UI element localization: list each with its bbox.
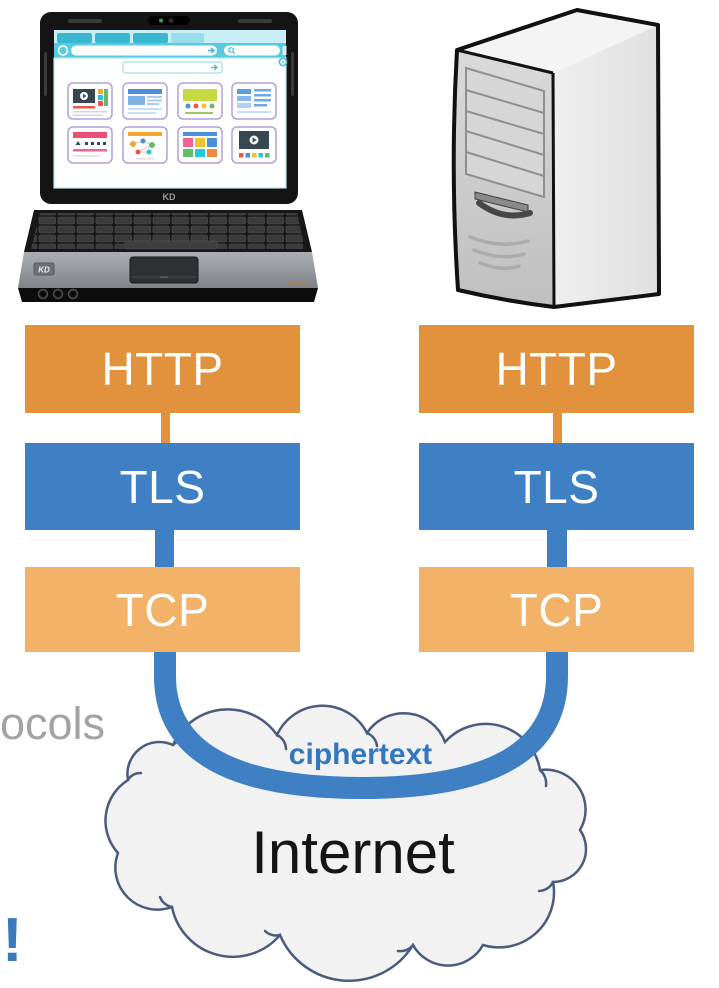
search-field <box>224 45 280 56</box>
internet-label: Internet <box>251 819 455 886</box>
laptop-base: KD <box>18 210 318 302</box>
client-http-tls-connector <box>161 413 170 443</box>
spacebar <box>124 240 218 250</box>
server-tcp-box: TCP <box>419 567 694 652</box>
server-drive-bays <box>465 66 545 199</box>
back-forward-icon <box>57 45 69 56</box>
gear-icon <box>278 57 288 67</box>
server-vent-lines <box>468 235 530 271</box>
client-tls-box: TLS <box>25 443 300 530</box>
webpage-thumbnail-list <box>231 82 277 120</box>
browser-window <box>53 30 288 189</box>
laptop-screen: KD <box>53 30 288 202</box>
webpage-thumbnail-alert <box>67 126 113 164</box>
page-search-input <box>122 61 223 74</box>
server-top-face <box>457 10 658 73</box>
webpage-thumbnail-video <box>67 82 113 120</box>
encrypted-channel-curve <box>154 650 568 800</box>
svg-text:KD: KD <box>38 266 50 275</box>
webpage-thumbnail-banner <box>177 82 223 120</box>
client-http-box: HTTP <box>25 325 300 413</box>
client-tcp-box: TCP <box>25 567 300 652</box>
laptop-client-illustration: KD KD <box>18 12 318 302</box>
webcam <box>148 16 190 25</box>
magnifier-icon <box>228 47 236 55</box>
menu-icon <box>282 46 287 55</box>
go-arrow-icon <box>208 47 216 54</box>
server-side-face <box>553 25 659 307</box>
server-http-tls-connector <box>553 413 562 443</box>
laptop-touchpad <box>129 256 199 284</box>
browser-tab <box>57 33 92 43</box>
server-tls-tcp-connector <box>547 530 567 567</box>
client-tls-tcp-connector <box>155 530 174 567</box>
protocols-text-fragment: ocols <box>0 698 106 749</box>
webpage-thumbnail-mosaic <box>177 126 223 164</box>
webpage-thumbnail-article <box>122 82 168 120</box>
server-button <box>474 191 533 219</box>
ciphertext-label: ciphertext <box>288 738 433 771</box>
laptop-front-edge <box>18 288 318 302</box>
exclamation-mark: ! <box>2 906 23 975</box>
server-illustration <box>451 8 661 309</box>
search-arrow-icon <box>211 64 219 71</box>
browser-tab <box>133 33 168 43</box>
webpage-thumbnail-mindmap <box>122 126 168 164</box>
browser-tab <box>95 33 130 43</box>
address-bar <box>71 45 217 56</box>
webpage-thumbnail-player <box>231 126 277 164</box>
browser-content <box>53 57 287 189</box>
browser-tab-active <box>171 33 204 43</box>
laptop-brand-badge: KD <box>33 262 55 276</box>
server-outline <box>451 8 661 309</box>
server-http-box: HTTP <box>419 325 694 413</box>
laptop-bezel-brand: KD <box>163 192 176 202</box>
server-tls-box: TLS <box>419 443 694 530</box>
laptop-ports <box>37 288 79 300</box>
